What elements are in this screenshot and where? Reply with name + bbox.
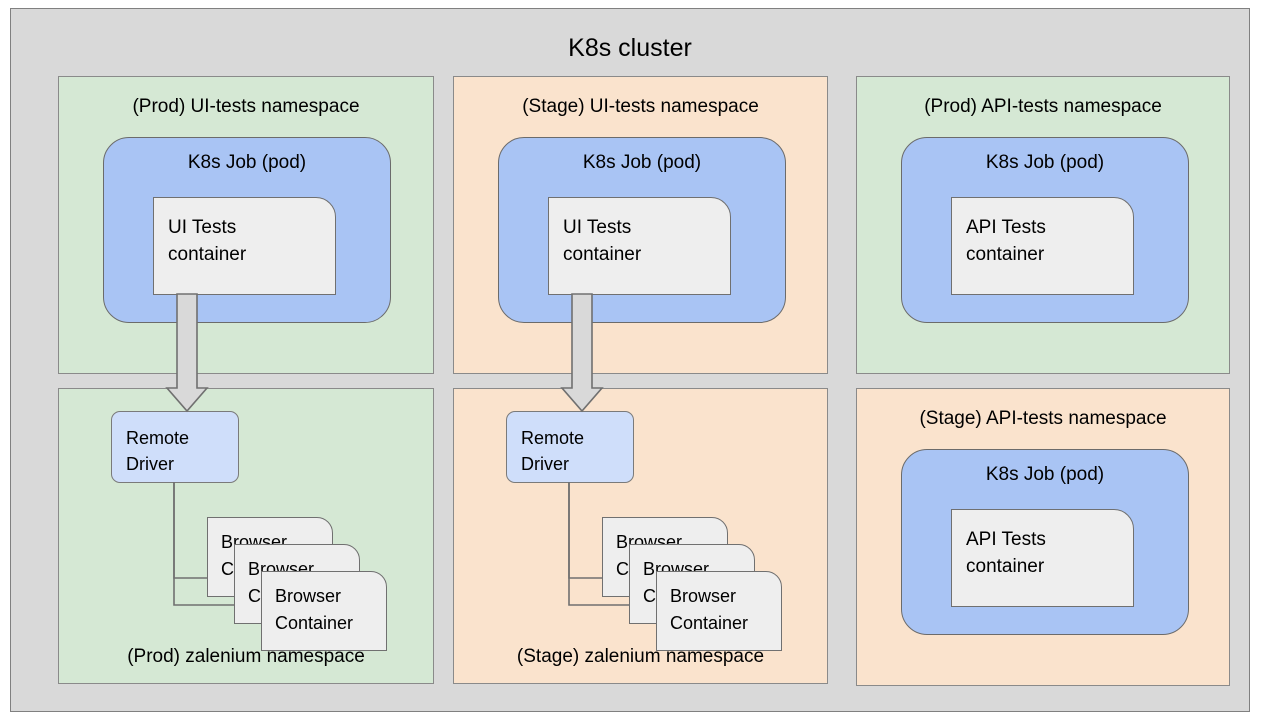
namespace-title: (Stage) API-tests namespace: [919, 408, 1167, 429]
container-label: UI Tests container: [563, 217, 642, 265]
namespace-title: (Prod) zalenium namespace: [127, 646, 365, 667]
container-ui-tests-stage: UI Tests container: [548, 197, 731, 295]
container-label: API Tests container: [966, 529, 1046, 577]
namespace-prod-zalenium: (Prod) zalenium namespace Remote Driver …: [58, 388, 434, 684]
browser-container-label: Browser Container: [275, 586, 354, 633]
pod-title: K8s Job (pod): [582, 152, 702, 173]
namespace-stage-ui-tests: (Stage) UI-tests namespace K8s Job (pod)…: [453, 76, 828, 374]
namespace-title: (Stage) UI-tests namespace: [522, 96, 759, 117]
container-label: UI Tests container: [168, 217, 247, 265]
container-api-tests-stage: API Tests container: [951, 509, 1134, 607]
browser-container-label: Browser Container: [670, 586, 749, 633]
container-api-tests-prod: API Tests container: [951, 197, 1134, 295]
namespace-title: (Prod) API-tests namespace: [924, 96, 1162, 117]
pod-title: K8s Job (pod): [985, 464, 1105, 485]
namespace-stage-api-tests: (Stage) API-tests namespace K8s Job (pod…: [856, 388, 1230, 686]
namespace-prod-ui-tests: (Prod) UI-tests namespace K8s Job (pod) …: [58, 76, 434, 374]
remote-driver-stage: Remote Driver: [506, 411, 634, 483]
remote-driver-label: Remote Driver: [126, 428, 190, 474]
container-ui-tests-prod: UI Tests container: [153, 197, 336, 295]
namespace-prod-api-tests: (Prod) API-tests namespace K8s Job (pod)…: [856, 76, 1230, 374]
namespace-title: (Prod) UI-tests namespace: [132, 96, 360, 117]
namespace-stage-zalenium: (Stage) zalenium namespace Remote Driver…: [453, 388, 828, 684]
container-label: API Tests container: [966, 217, 1046, 265]
remote-driver-prod: Remote Driver: [111, 411, 239, 483]
browser-container-prod-3: Browser Container: [261, 571, 387, 651]
pod-title: K8s Job (pod): [187, 152, 307, 173]
namespace-title: (Stage) zalenium namespace: [516, 646, 765, 667]
browser-container-stage-3: Browser Container: [656, 571, 782, 651]
pod-title: K8s Job (pod): [985, 152, 1105, 173]
cluster-title: K8s cluster: [568, 34, 692, 62]
remote-driver-label: Remote Driver: [521, 428, 585, 474]
